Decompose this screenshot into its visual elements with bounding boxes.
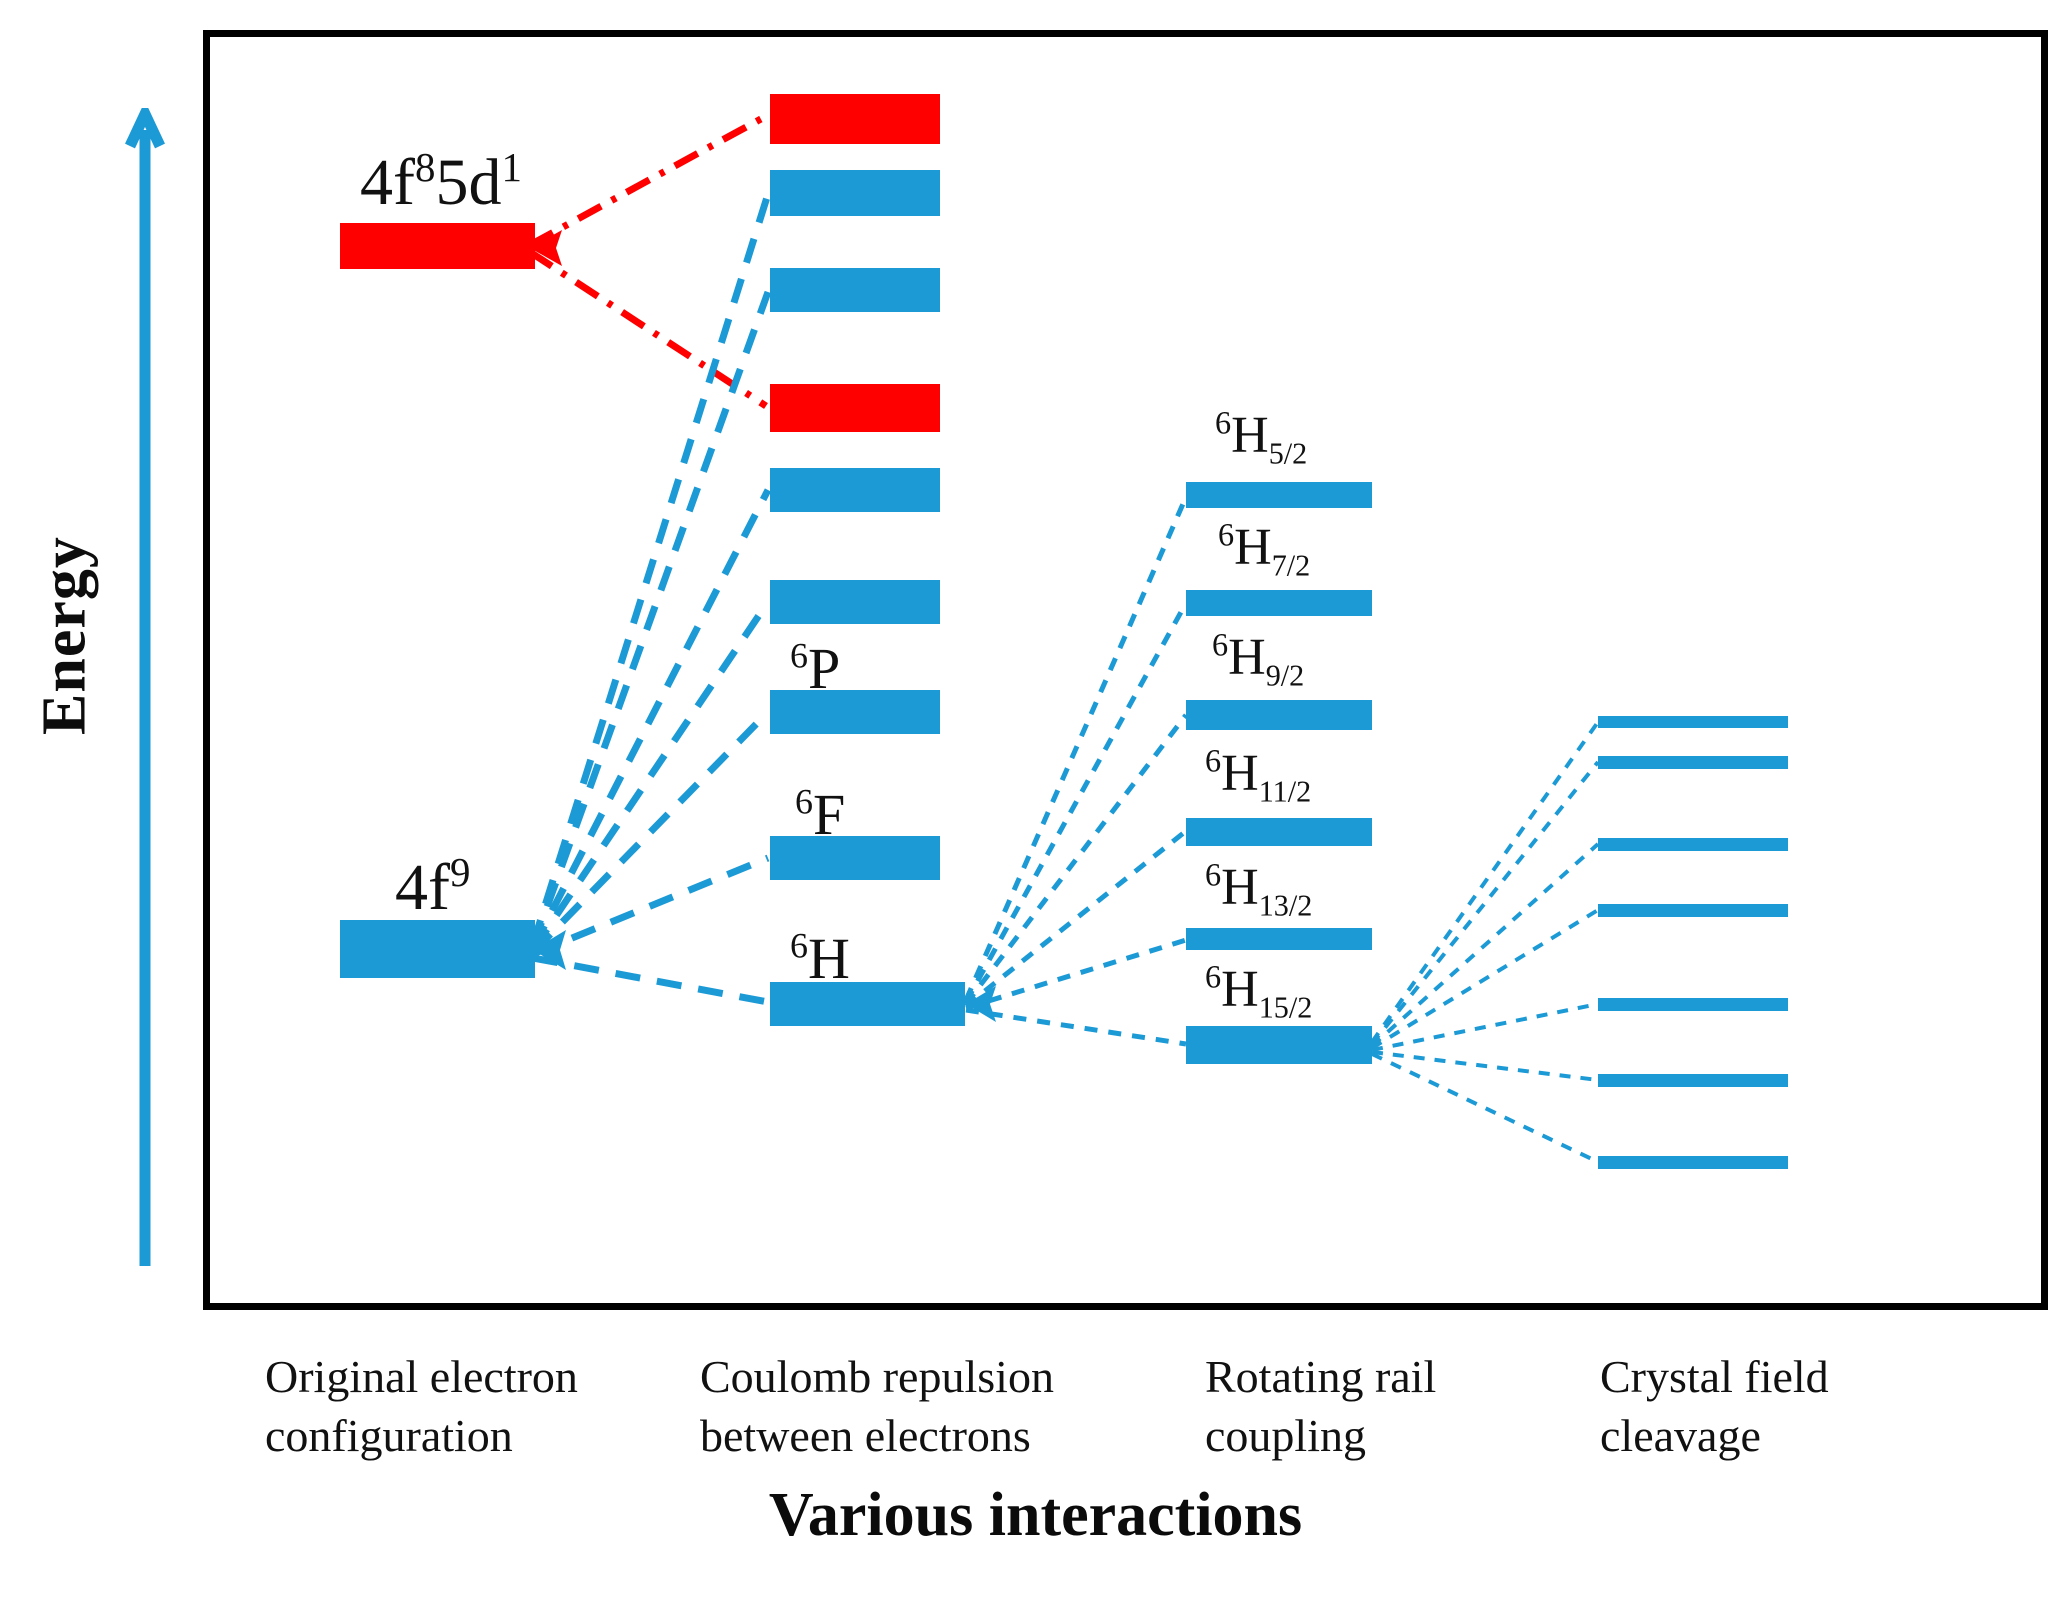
level-label-6H-11-2: 6H11/2	[1205, 745, 1311, 807]
column-caption-crystal-field-cleavage: Crystal field cleavage	[1600, 1348, 1940, 1466]
level-label-4f9: 4f9	[395, 852, 470, 921]
label-text-4f: 4f	[360, 146, 415, 219]
caption-line-1: Rotating rail	[1205, 1351, 1437, 1402]
energy-axis-label: Energy	[30, 536, 99, 735]
label-text-H: H	[1221, 859, 1259, 916]
label-sub-11-2: 11/2	[1258, 774, 1312, 809]
label-text-H: H	[1231, 407, 1269, 464]
label-sup-6: 6	[1205, 958, 1222, 995]
level-bar-cf-3	[1598, 838, 1788, 851]
column-caption-rotating-rail-coupling: Rotating rail coupling	[1205, 1348, 1545, 1466]
label-text-H: H	[807, 926, 850, 991]
level-label-6H: 6H	[790, 928, 850, 988]
energy-axis-arrow	[125, 108, 165, 1266]
level-bar-6F	[770, 836, 940, 880]
caption-line-1: Original electron	[265, 1351, 578, 1402]
level-label-6H-5-2: 6H5/2	[1215, 407, 1307, 469]
level-bar-coulomb-4	[770, 384, 940, 432]
level-bar-cf-4	[1598, 904, 1788, 917]
label-text-F: F	[812, 782, 846, 847]
level-label-6H-13-2: 6H13/2	[1205, 859, 1312, 921]
label-sup-9: 9	[449, 850, 471, 895]
caption-line-1: Crystal field	[1600, 1351, 1829, 1402]
label-sub-15-2: 15/2	[1258, 990, 1313, 1025]
label-text-H: H	[1221, 745, 1259, 802]
label-text-5d: 5d	[435, 146, 502, 219]
label-sub-7-2: 7/2	[1271, 548, 1311, 583]
label-sup-6: 6	[1205, 742, 1222, 779]
caption-line-2: cleavage	[1600, 1409, 1761, 1461]
caption-line-2: coupling	[1205, 1409, 1366, 1461]
level-bar-cf-2	[1598, 756, 1788, 769]
level-bar-4f9	[340, 920, 535, 978]
level-label-6F: 6F	[795, 784, 845, 844]
level-bar-4f8-5d1	[340, 223, 535, 269]
level-bar-coulomb-2	[770, 170, 940, 216]
level-label-6H-9-2: 6H9/2	[1212, 629, 1304, 691]
level-bar-6H	[770, 982, 965, 1026]
label-sup-6: 6	[1205, 856, 1222, 893]
level-bar-6H-5-2	[1186, 482, 1372, 508]
caption-line-2: between electrons	[700, 1409, 1031, 1461]
label-sup-6H: 6	[790, 925, 808, 966]
level-label-4f8-5d1: 4f85d1	[360, 147, 522, 216]
level-label-6H-15-2: 6H15/2	[1205, 961, 1312, 1023]
column-caption-coulomb-repulsion: Coulomb repulsion between electrons	[700, 1348, 1100, 1466]
level-bar-coulomb-3	[770, 268, 940, 312]
x-axis-title: Various interactions	[768, 1481, 1303, 1549]
label-sup-6: 6	[1215, 404, 1232, 441]
level-bar-6H-7-2	[1186, 590, 1372, 616]
label-sup-8: 8	[414, 145, 436, 190]
level-bar-coulomb-6	[770, 580, 940, 624]
caption-line-2: configuration	[265, 1409, 513, 1461]
label-text-H: H	[1221, 961, 1259, 1018]
label-text-H: H	[1234, 519, 1272, 576]
caption-line-1: Coulomb repulsion	[700, 1351, 1054, 1402]
level-bar-cf-5	[1598, 998, 1788, 1011]
label-sup-6F: 6	[795, 781, 813, 822]
level-bar-6H-11-2	[1186, 818, 1372, 846]
label-sub-5-2: 5/2	[1268, 436, 1308, 471]
label-sup-6: 6	[1212, 626, 1229, 663]
label-sup-1: 1	[501, 145, 522, 190]
label-text-P: P	[807, 636, 841, 701]
level-label-6P: 6P	[790, 638, 840, 698]
label-text-4f-ground: 4f	[395, 851, 450, 924]
level-bar-6H-9-2	[1186, 700, 1372, 730]
label-sup-6P: 6	[790, 635, 808, 676]
label-text-H: H	[1228, 629, 1266, 686]
label-sup-6: 6	[1218, 516, 1235, 553]
level-bar-6H-15-2	[1186, 1026, 1372, 1064]
level-bar-coulomb-1	[770, 94, 940, 144]
label-sub-9-2: 9/2	[1265, 658, 1305, 693]
level-bar-cf-1	[1598, 716, 1788, 728]
label-sub-13-2: 13/2	[1258, 888, 1313, 923]
plot-frame	[203, 30, 2048, 1310]
level-label-6H-7-2: 6H7/2	[1218, 519, 1310, 581]
level-bar-6P	[770, 690, 940, 734]
level-bar-cf-6	[1598, 1074, 1788, 1087]
column-caption-original-configuration: Original electron configuration	[265, 1348, 635, 1466]
level-bar-6H-13-2	[1186, 928, 1372, 950]
level-bar-cf-7	[1598, 1156, 1788, 1169]
level-bar-coulomb-5	[770, 468, 940, 512]
